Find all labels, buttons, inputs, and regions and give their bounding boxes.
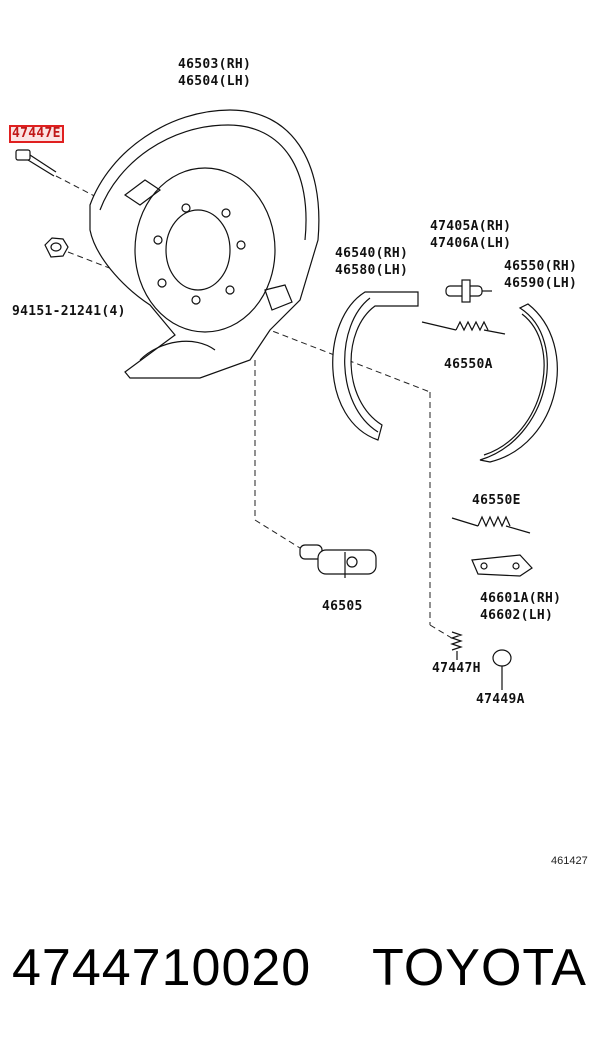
label-47449a: 47449A [476,692,525,707]
footer-part-number: 4744710020 [12,939,312,997]
label-46540: 46540(RH) [335,246,409,261]
footer-brand: TOYOTA [372,939,587,997]
label-47447e-highlighted[interactable]: 47447E [9,125,64,143]
backing-plate-part [89,109,320,379]
label-46550e: 46550E [472,493,521,508]
wheel-cylinder-part [299,544,377,578]
hold-down-spring-part [450,631,463,660]
label-46590: 46590(LH) [504,276,578,291]
label-47405a: 47405A(RH) [430,219,512,234]
label-46601a: 46601A(RH) [480,591,562,606]
label-46503: 46503(RH) [178,57,252,72]
brake-shoe-left-part [332,291,419,441]
bolt-part [15,149,57,177]
brake-shoe-right-part [479,303,558,463]
spring-part [421,320,506,335]
label-46505: 46505 [322,599,363,614]
diagram-code: 461427 [551,855,588,867]
strut-lever-part [471,554,533,577]
label-46602: 46602(LH) [480,608,554,623]
label-46550a: 46550A [444,357,493,372]
nut-part [44,237,69,258]
label-46504: 46504(LH) [178,74,252,89]
adjuster-pin-part [445,279,492,303]
return-spring-part [451,515,531,534]
label-46550-rh: 46550(RH) [504,259,578,274]
label-47406a: 47406A(LH) [430,236,512,251]
label-94151: 94151-21241(4) [12,304,126,319]
hold-down-cup-part [492,649,512,690]
label-46580: 46580(LH) [335,263,409,278]
label-47447h: 47447H [432,661,481,676]
